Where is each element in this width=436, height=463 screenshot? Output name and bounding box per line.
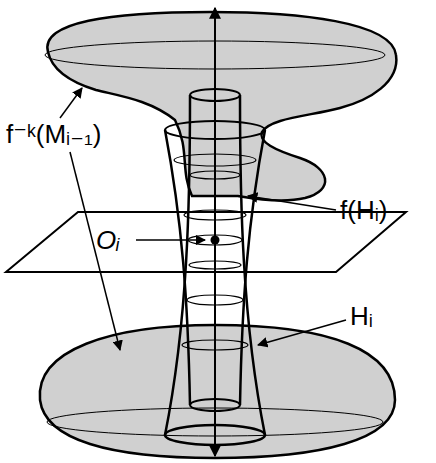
preimage-region-top [47, 12, 396, 201]
preimage-region-bottom [40, 325, 395, 458]
leader-arrow [248, 196, 336, 210]
leader-arrow [60, 88, 82, 118]
math-label: f(Hᵢ) [340, 196, 387, 225]
math-label: Oᵢ [96, 226, 119, 255]
axis-arrow [214, 8, 216, 456]
leader-arrow [136, 239, 205, 241]
leader-arrow [258, 320, 346, 345]
leader-arrow [70, 152, 120, 350]
math-label: f⁻ᵏ(Mᵢ₋₁) [6, 120, 101, 149]
math-label: Hᵢ [350, 302, 373, 331]
fixed-point [211, 236, 220, 245]
